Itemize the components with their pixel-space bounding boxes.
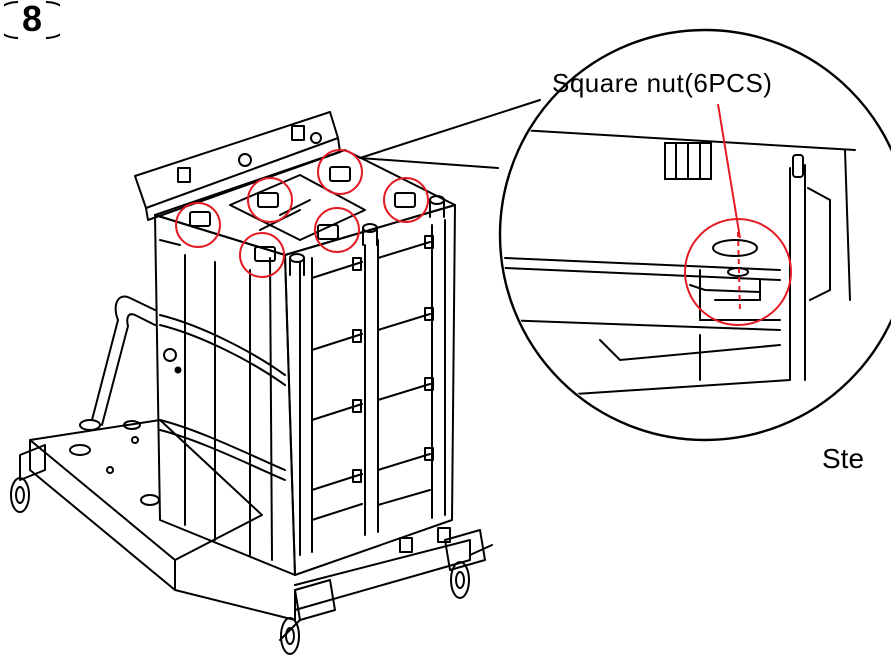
nut-highlight-3	[317, 149, 363, 195]
callout-pointer	[359, 99, 541, 169]
caster-front-right	[444, 529, 493, 599]
magnifier-highlight-circle	[684, 218, 792, 326]
caster-front-left	[10, 444, 46, 513]
nut-highlight-1	[175, 202, 221, 248]
step-badge: 8	[4, 0, 60, 40]
caster-front-middle	[279, 579, 336, 655]
top-handle-bar	[134, 111, 339, 209]
cabinet-left-face	[154, 214, 296, 576]
step-number-circle-icon	[4, 1, 60, 39]
nut-highlight-5	[314, 207, 360, 253]
callout-label: Square nut(6PCS)	[552, 68, 773, 98]
leader-line	[717, 103, 741, 239]
step-number: 8	[21, 0, 43, 39]
nut-highlight-2	[247, 177, 293, 223]
nut-highlight-4	[383, 177, 429, 223]
magnified-detail	[502, 129, 856, 396]
side-handle	[91, 295, 156, 421]
side-text: Ste	[822, 443, 865, 474]
magnifier-circle	[498, 28, 891, 442]
highlight-marks	[175, 103, 792, 326]
dashed-axis	[737, 231, 741, 313]
nut-highlight-6	[239, 232, 285, 278]
base-tray	[29, 419, 263, 561]
side-strap	[159, 314, 286, 376]
